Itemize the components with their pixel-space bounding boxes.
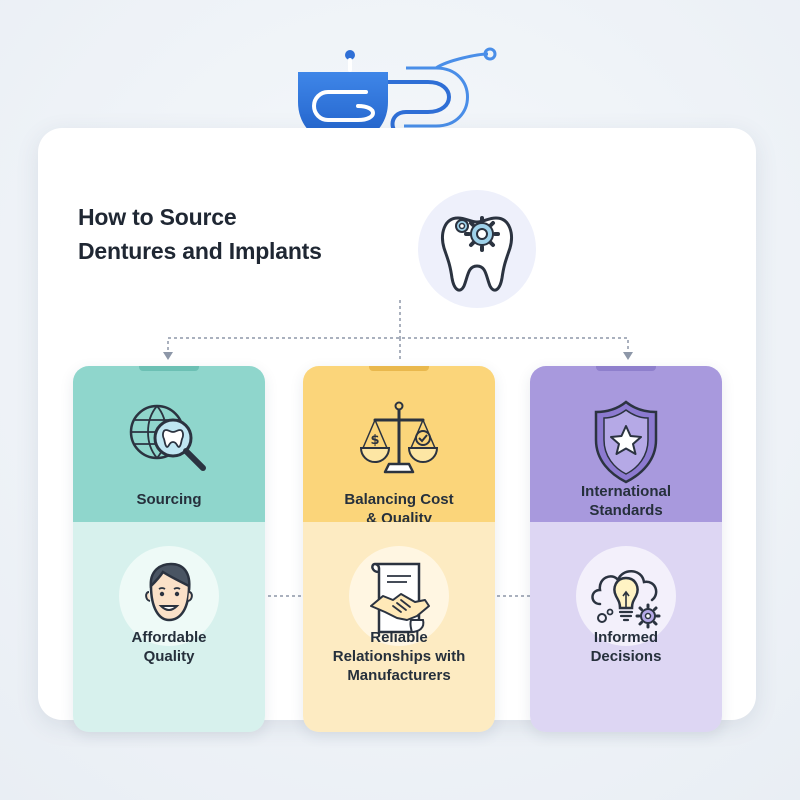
affordable-quality-line1: Affordable [131,629,207,646]
standards-bottom-panel: Informed Decisions [530,522,722,732]
column-balancing: $ Balancing Cost & Quality Reliable Rela… [303,366,495,732]
title-line-2: Dentures and Implants [78,238,322,264]
informed-line2: Decisions [590,648,662,665]
reliable-line3: Manufacturers [347,667,451,684]
standards-label-line2: Standards [589,502,663,519]
international-standards-label: International Standards [530,482,722,520]
title-line-1: How to Source [78,204,237,230]
lightbulb-cloud-gear-icon [576,546,676,646]
column-standards: International Standards [530,366,722,732]
star-shield-icon [576,392,676,492]
sourcing-bottom-panel: Affordable Quality [73,522,265,732]
tooth-gear-icon [418,190,536,308]
column-tab [139,366,199,371]
smiling-face-icon [119,546,219,646]
column-tab [369,366,429,371]
globe-magnifier-tooth-icon [119,392,219,492]
informed-decisions-label: Informed Decisions [530,628,722,666]
column-sourcing: Sourcing Affordable Quality [73,366,265,732]
reliable-relationships-label: Reliable Relationships with Manufacturer… [303,628,495,685]
sourcing-top-panel: Sourcing [73,366,265,522]
affordable-quality-label: Affordable Quality [73,628,265,666]
standards-top-panel: International Standards [530,366,722,522]
reliable-line1: Reliable [370,629,428,646]
standards-label-line1: International [580,483,671,500]
balancing-top-panel: $ Balancing Cost & Quality [303,366,495,527]
column-tab [596,366,656,371]
diagram-title: How to Source Dentures and Implants [78,200,398,268]
balancing-bottom-panel: Reliable Relationships with Manufacturer… [303,522,495,732]
informed-line1: Informed [593,629,659,646]
balancing-label-line1: Balancing Cost [344,491,454,508]
balance-scale-icon: $ [349,392,449,492]
svg-text:$: $ [370,433,379,448]
affordable-quality-line2: Quality [143,648,195,665]
handshake-document-icon [349,546,449,646]
sourcing-label: Sourcing [73,490,265,509]
sourcing-label-line1: Sourcing [136,491,202,508]
reliable-line2: Relationships with [332,648,466,665]
